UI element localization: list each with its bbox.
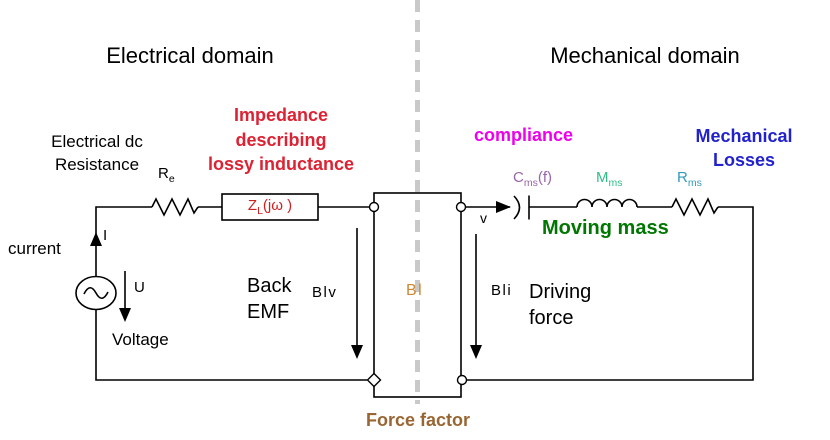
velocity-arrow: [496, 201, 511, 213]
force-factor-transformer-box: [373, 192, 462, 398]
node-top-left: [368, 201, 380, 213]
moving-mass-caption: Moving mass: [542, 217, 669, 239]
connection-nodes: [366, 201, 468, 388]
mechanical-losses-caption: Mechanical Losses: [695, 126, 793, 170]
node-bottom-left-diamond: [366, 372, 382, 388]
electrical-loop-wires: [95, 206, 369, 381]
capacitor-cms: [513, 195, 530, 220]
v-label: v: [480, 210, 487, 226]
driving-force-arrow: [470, 234, 482, 359]
bl-label: Bl: [406, 282, 424, 299]
zl-label: ZL(jω ): [247, 197, 293, 217]
dc-resistance-caption: Electrical dc Resistance: [51, 132, 143, 174]
voltage-caption: Voltage: [112, 330, 169, 349]
blv-label: Blv: [312, 284, 338, 301]
re-label: Re: [158, 165, 175, 185]
compliance-caption: compliance: [474, 125, 574, 145]
node-top-right: [455, 201, 467, 213]
voltage-arrow: [119, 271, 131, 322]
mechanical-domain-title: Mechanical domain: [550, 43, 740, 68]
i-label: I: [103, 227, 108, 244]
force-factor-caption: Force factor: [365, 410, 471, 430]
node-bottom-right: [456, 374, 468, 386]
inductor-mms: [576, 198, 638, 208]
cms-label: Cms(f): [513, 169, 553, 189]
u-label: U: [134, 279, 145, 296]
back-emf-caption: Back EMF: [247, 275, 292, 323]
bli-label: Bli: [491, 282, 513, 299]
current-arrow: [90, 232, 102, 246]
ac-source: [75, 275, 117, 311]
impedance-caption: Impedance describing lossy inductance: [207, 105, 355, 174]
resistor-re: [151, 197, 199, 217]
driving-force-caption: Driving force: [529, 281, 592, 329]
electrical-domain-title: Electrical domain: [106, 43, 274, 68]
back-emf-arrow: [351, 228, 363, 359]
rms-label: Rms: [677, 169, 702, 189]
impedance-zl-box: [221, 193, 319, 221]
resistor-rms: [671, 197, 719, 217]
current-caption: current: [8, 239, 61, 258]
sine-wave-icon: [83, 286, 109, 300]
mms-label: Mms: [596, 169, 623, 189]
